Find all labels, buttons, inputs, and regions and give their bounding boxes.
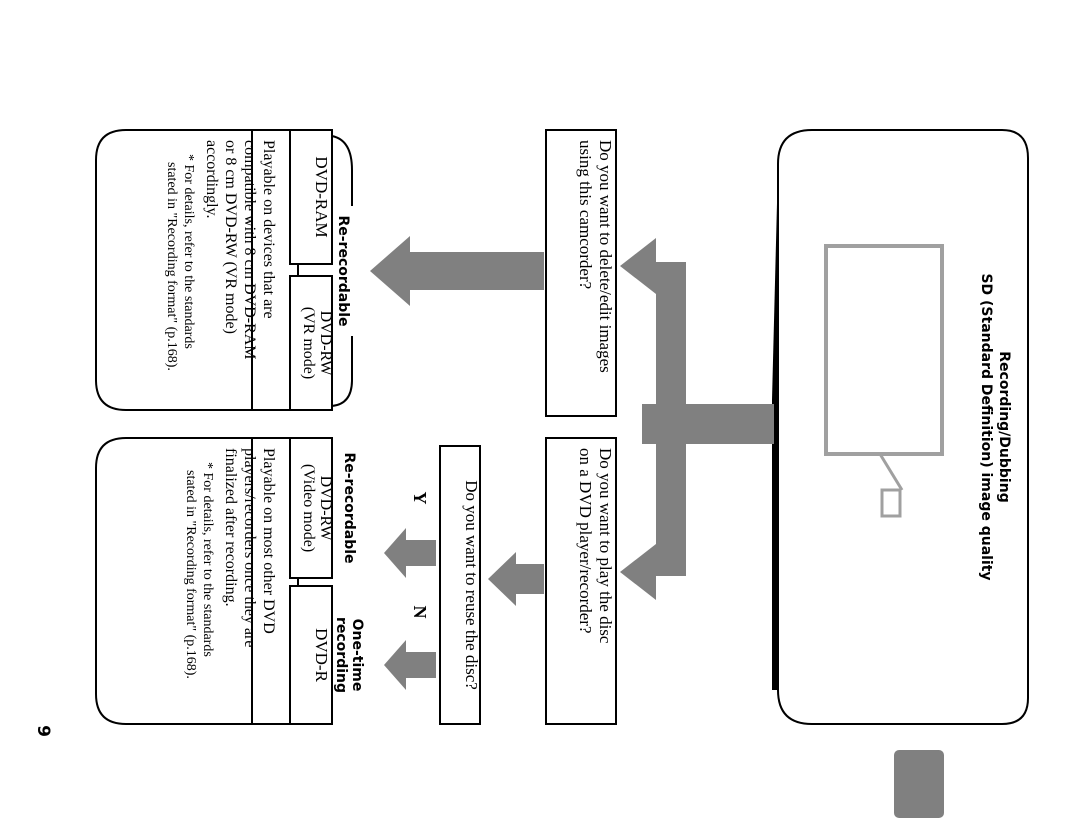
disc-dvd-rw-video-line2: (Video mode) [300, 464, 317, 552]
answer-yes-label: Y [410, 492, 430, 505]
onetime-label-line1: One-time [349, 619, 365, 692]
answer-no-label: N [410, 606, 430, 619]
rerecordable-note-line2: stated in "Recording format" (p.168). [164, 162, 179, 371]
onetime-label-line2: recording [333, 617, 349, 693]
question-reuse-text: Do you want to reuse the disc? [462, 480, 481, 690]
question-play-box: Do you want to play the disc on a DVD pl… [545, 437, 617, 725]
arrow-to-edit-question [620, 238, 656, 294]
play-note-line1: * For details, refer to the standards [200, 462, 215, 657]
header-connector [620, 238, 774, 600]
tv-illustration [824, 244, 944, 518]
question-edit-line2: using this camcorder? [576, 140, 595, 289]
arrow-play-to-reuse [488, 552, 544, 606]
side-tab [894, 750, 944, 818]
disc-dvd-rw-video-line1: DVD-RW [317, 476, 334, 542]
question-play-line2: on a DVD player/recorder? [576, 448, 595, 634]
header-title-line2: SD (Standard Definition) image quality [978, 273, 994, 580]
question-reuse-box: Do you want to reuse the disc? [439, 445, 481, 725]
play-desc-line2: players/recorders once they are [241, 448, 258, 647]
rerecordable-desc-line2: compatible with 8 cm DVD-RAM [241, 140, 258, 360]
header-title-line1: Recording/Dubbing [996, 351, 1012, 502]
rerecordable-note-line1: * For details, refer to the standards [181, 154, 196, 349]
question-edit-line1: Do you want to delete/edit images [596, 140, 615, 373]
rerecordable-group-label: Re-recordable [335, 215, 351, 326]
rerecordable-result-box: Re-recordable DVD-RAM DVD-RW (VR mode) P… [95, 129, 353, 411]
disc-dvd-rw-vr-line2: (VR mode) [300, 307, 317, 379]
play-result-box: Re-recordable One-time recording DVD-RW … [95, 437, 365, 725]
arrow-to-play-question [620, 544, 656, 600]
question-play-line1: Do you want to play the disc [596, 448, 615, 644]
rerecordable-desc-line4: accordingly. [203, 140, 220, 218]
header-panel: Recording/Dubbing SD (Standard Definitio… [772, 129, 1029, 725]
play-desc-line3: finalized after recording. [222, 448, 239, 607]
play-desc-line1: Playable on most other DVD [260, 448, 277, 634]
arrow-reuse-no [384, 640, 436, 690]
rerecordable-desc-line3: or 8 cm DVD-RW (VR mode) [222, 140, 239, 334]
disc-dvd-rw-vr-line1: DVD-RW [317, 311, 334, 377]
play-note-line2: stated in "Recording format" (p.168). [183, 470, 198, 679]
arrow-edit-to-result [370, 236, 544, 306]
arrow-reuse-yes [384, 528, 436, 578]
disc-dvd-ram-label: DVD-RAM [312, 156, 331, 237]
question-edit-box: Do you want to delete/edit images using … [545, 129, 617, 417]
disc-dvd-r-label: DVD-R [312, 628, 331, 682]
page-number: 9 [33, 725, 53, 737]
play-rerecordable-label: Re-recordable [341, 452, 357, 563]
rerecordable-desc-line1: Playable on devices that are [260, 140, 277, 319]
